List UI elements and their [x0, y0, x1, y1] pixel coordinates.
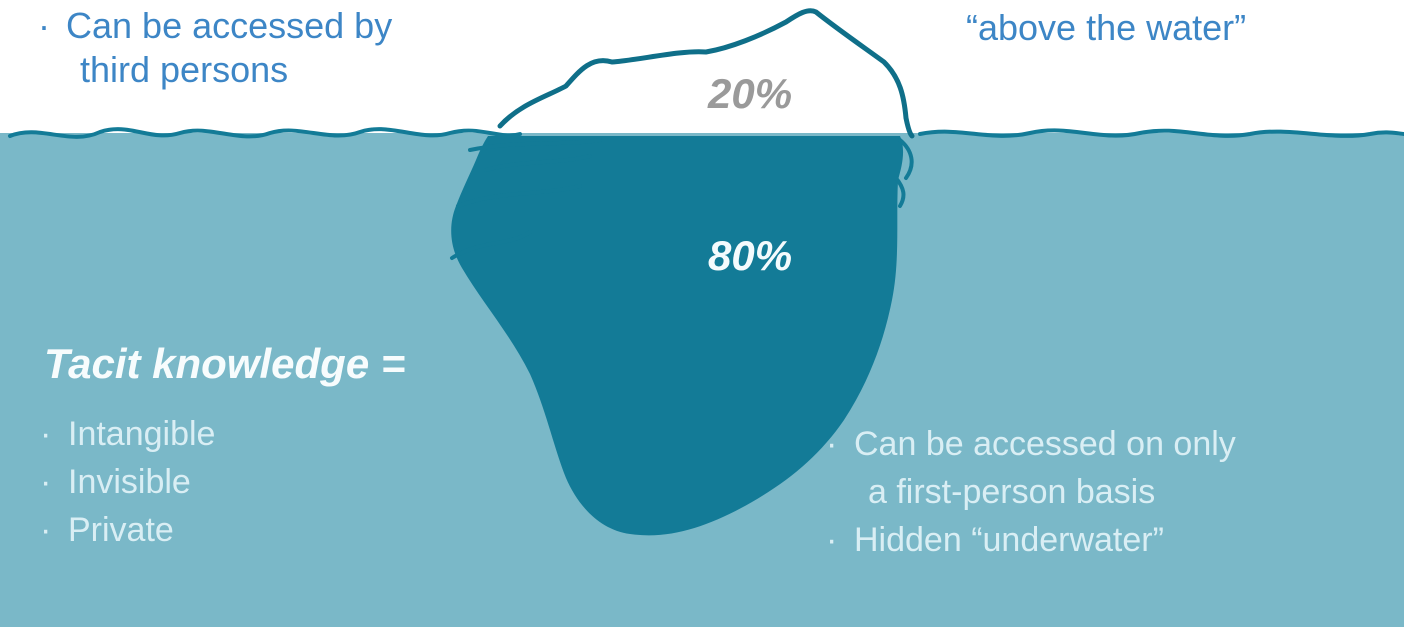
bullet-point: ·	[40, 463, 52, 501]
tacit-item: · Intangible	[40, 410, 215, 458]
tacit-item-label: Private	[68, 511, 174, 549]
percent-below-water: 80%	[708, 232, 793, 279]
iceberg-sketch-lines	[450, 138, 914, 260]
percent-above-water: 20%	[708, 70, 793, 117]
bottom-right-text: · Can be accessed on only a first-person …	[826, 420, 1236, 564]
bullet-point: ·	[38, 5, 50, 46]
tacit-item-label: Intangible	[68, 415, 216, 453]
water-surface-waves	[8, 127, 1404, 139]
top-left-line-2: third persons	[80, 49, 289, 90]
tacit-knowledge-title: Tacit knowledge =	[44, 340, 406, 387]
iceberg-tip	[497, 8, 915, 139]
bottom-right-line-3: Hidden “underwater”	[854, 521, 1164, 559]
iceberg-underwater	[451, 136, 904, 536]
bottom-right-line-1: Can be accessed on only	[854, 425, 1236, 463]
bullet-point: ·	[826, 521, 838, 559]
bullet-point: ·	[826, 425, 838, 463]
tacit-item-label: Invisible	[68, 463, 191, 501]
tacit-list: · Intangible · Invisible · Private	[40, 410, 215, 554]
bullet-point: ·	[40, 415, 52, 453]
top-right-text: “above the water”	[966, 7, 1247, 48]
top-left-text: · Can be accessed by third persons	[38, 4, 392, 92]
bottom-right-line-2: a first-person basis	[868, 473, 1156, 511]
tacit-item: · Invisible	[40, 458, 215, 506]
bullet-point: ·	[40, 511, 52, 549]
tacit-item: · Private	[40, 506, 215, 554]
top-left-line-1: Can be accessed by	[66, 5, 393, 46]
